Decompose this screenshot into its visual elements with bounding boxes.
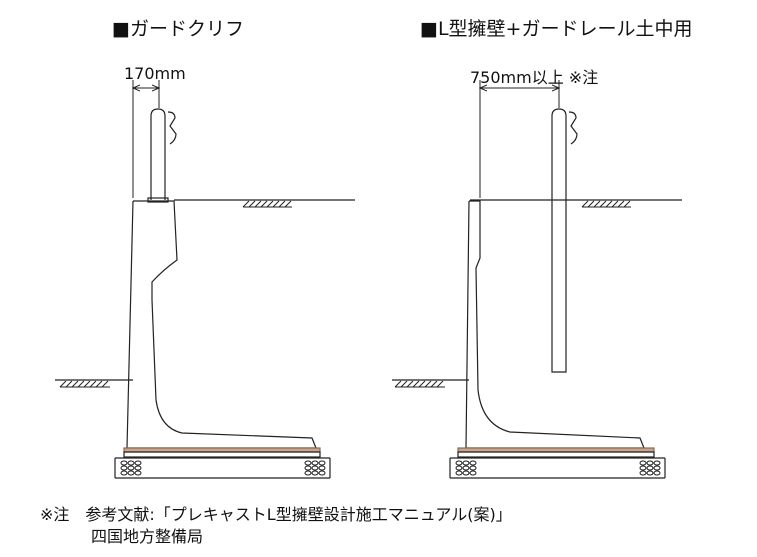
footnote-line1: ※注 参考文献:「プレキャストL型擁壁設計施工マニュアル(案)」 [40, 505, 512, 524]
right-base-layer [457, 447, 655, 453]
left-ground-hatch-lower [59, 380, 110, 388]
left-base-plate [123, 451, 321, 458]
left-dimension-line [133, 80, 159, 198]
left-guard-post [147, 108, 177, 203]
retaining-wall-diagram [55, 80, 682, 479]
left-base-layer [123, 447, 321, 453]
left-panel-title: ■ガードクリフ [112, 18, 244, 40]
right-ground-hatch-lower [394, 380, 445, 388]
right-guard-post [551, 108, 578, 373]
left-dimension-label: 170mm [124, 64, 186, 83]
right-ground-hatch-upper [581, 200, 631, 208]
right-rubble-foundation [449, 457, 666, 479]
right-base-plate [457, 451, 655, 458]
footnote-line2: 四国地方整備局 [91, 527, 204, 546]
left-wall-body [126, 200, 317, 449]
right-panel-title: ■L型擁壁+ガードレール土中用 [420, 18, 693, 40]
left-ground-hatch-upper [242, 200, 292, 208]
left-guard-cliff-drawing [55, 80, 355, 479]
left-rubble-foundation [114, 457, 331, 479]
right-dimension-label: 750mm以上 ※注 [470, 68, 599, 87]
right-wall-body [465, 200, 645, 449]
right-l-wall-drawing [392, 80, 682, 479]
right-dimension-line [480, 80, 559, 198]
